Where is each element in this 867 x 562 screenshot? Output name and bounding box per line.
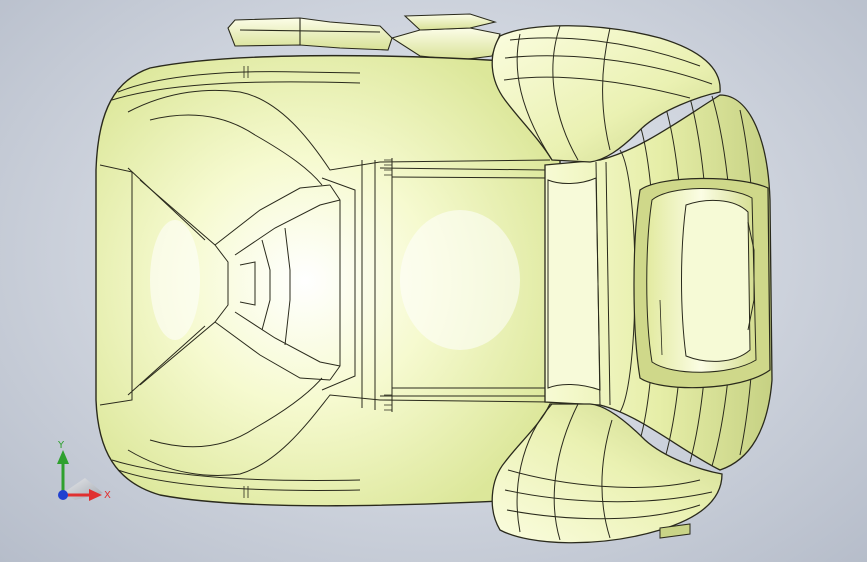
handle-recess [633, 177, 771, 389]
y-axis-label: Y [57, 440, 65, 451]
seat-body [95, 54, 561, 507]
seat-rear-bracket [227, 13, 501, 61]
z-axis-dot [58, 490, 68, 500]
lower-bolster [491, 403, 723, 544]
coordinate-triad: Y X [57, 440, 111, 501]
x-axis-label: X [104, 490, 111, 501]
seat-surface-lines [99, 71, 551, 491]
y-axis-arrow [57, 450, 69, 495]
surface-highlights [150, 210, 520, 350]
upper-bolster [491, 25, 721, 163]
seat-edge-ticks [243, 66, 392, 498]
